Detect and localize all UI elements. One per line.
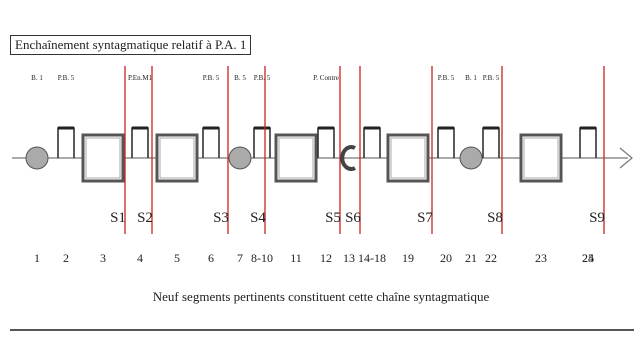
circle-node — [459, 146, 483, 170]
arrow-head — [619, 147, 633, 169]
node-label: P.B. 5 — [438, 74, 455, 82]
pulse-node — [57, 127, 75, 158]
node-label: P.B. 5 — [483, 74, 500, 82]
node-number: 24 — [582, 251, 594, 265]
node-number: 23 — [535, 251, 547, 265]
node-number: 11 — [290, 251, 302, 265]
node-number: 2 — [63, 251, 69, 265]
node-label: P.B. 5 — [203, 74, 220, 82]
box-inner — [390, 137, 426, 179]
circle-node — [228, 146, 252, 170]
pulse-node — [437, 127, 455, 158]
node-label: B. 1 — [465, 74, 477, 82]
node-number: 21 — [465, 251, 477, 265]
box-node — [155, 133, 199, 183]
box-node — [519, 133, 563, 183]
pulse-node — [202, 127, 220, 158]
node-number: 25 — [582, 251, 594, 265]
node-number: 5 — [174, 251, 180, 265]
hook-node — [340, 145, 356, 171]
node-label: B. 1 — [31, 74, 43, 82]
pulse-node — [579, 127, 597, 158]
node-number: 13 — [343, 251, 355, 265]
box-inner — [85, 137, 121, 179]
node-label: P.B. 5 — [254, 74, 271, 82]
node-label: P. Contre — [313, 74, 339, 82]
segment-label: S6 — [345, 210, 361, 226]
diagram-title: Enchaînement syntagmatique relatif à P.A… — [10, 35, 252, 55]
segment-label: S2 — [137, 210, 153, 226]
circle-node — [25, 146, 49, 170]
node-number: 4 — [137, 251, 143, 265]
segment-label: S5 — [325, 210, 341, 226]
pulse-node — [363, 127, 381, 158]
box-inner — [159, 137, 195, 179]
node-number: 3 — [100, 251, 106, 265]
node-label: P.B. 5 — [58, 74, 75, 82]
bottom-divider — [10, 329, 634, 331]
node-label: B. 5 — [234, 74, 246, 82]
node-number: 19 — [402, 251, 414, 265]
segment-label: S3 — [213, 210, 229, 226]
node-number: 14-18 — [358, 251, 386, 265]
box-inner — [523, 137, 559, 179]
node-number: 6 — [208, 251, 214, 265]
box-inner — [278, 137, 314, 179]
box-node — [274, 133, 318, 183]
node-number: 1 — [34, 251, 40, 265]
segment-label: S4 — [250, 210, 266, 226]
box-node — [81, 133, 125, 183]
segment-label: S1 — [110, 210, 126, 226]
pulse-node — [131, 127, 149, 158]
node-number: 12 — [320, 251, 332, 265]
segment-label: S8 — [487, 210, 503, 226]
node-number: 8-10 — [251, 251, 273, 265]
segment-label: S9 — [589, 210, 605, 226]
diagram-caption: Neuf segments pertinents constituent cet… — [152, 289, 490, 304]
pulse-node — [317, 127, 335, 158]
pulse-node — [482, 127, 500, 158]
segment-label: S7 — [417, 210, 433, 226]
box-node — [386, 133, 430, 183]
node-label: P.En.M1 — [128, 74, 153, 82]
node-number: 22 — [485, 251, 497, 265]
pulse-node — [253, 127, 271, 158]
node-number: 7 — [237, 251, 243, 265]
node-number: 20 — [440, 251, 452, 265]
